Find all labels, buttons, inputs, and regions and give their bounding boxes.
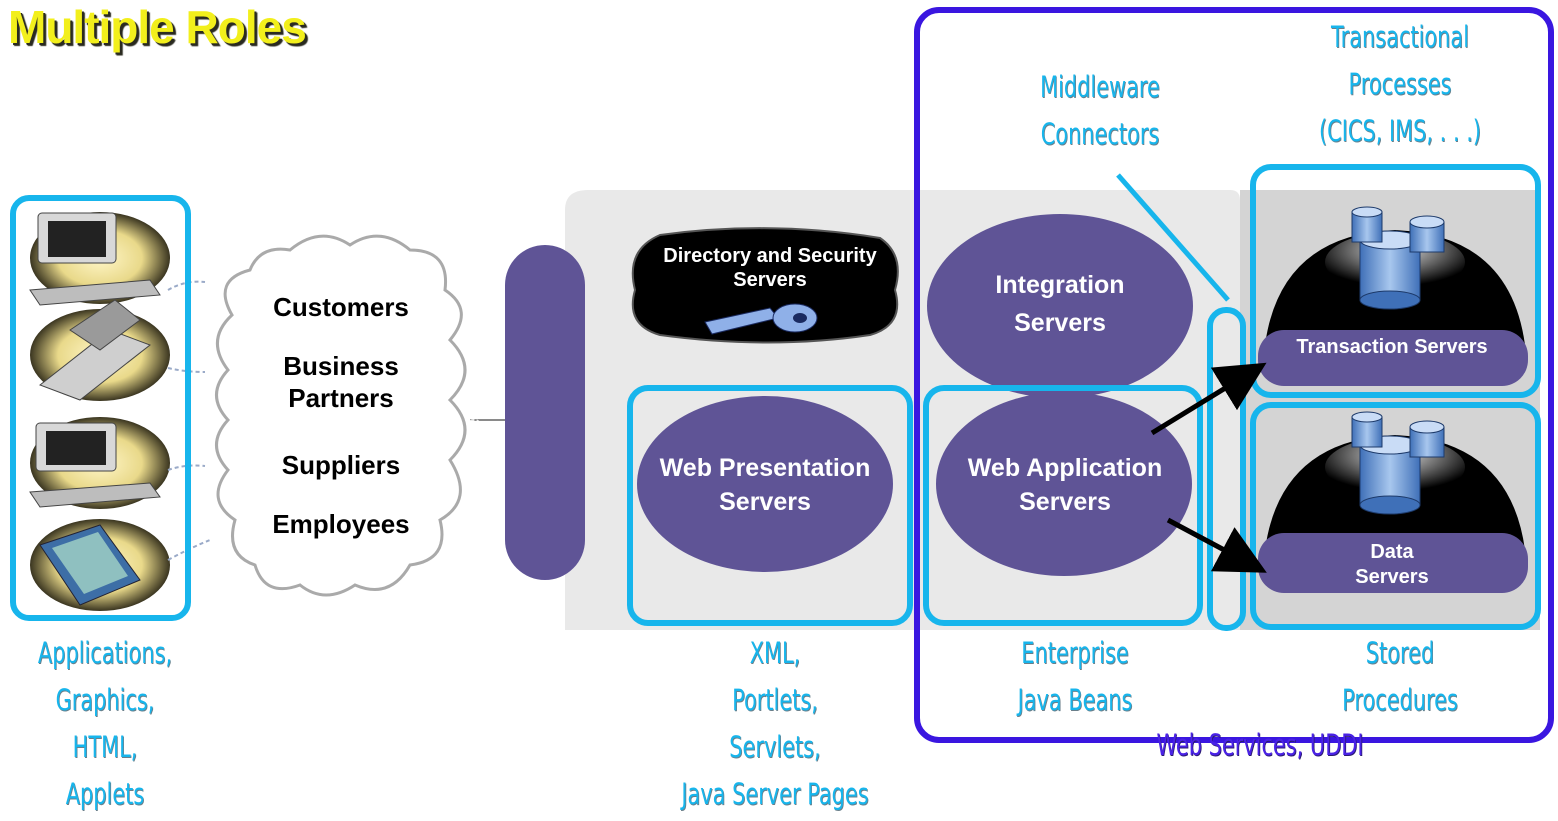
web-presentation-highlight-box bbox=[627, 385, 913, 626]
caption-line: Stored bbox=[1365, 636, 1435, 670]
data-highlight-box bbox=[1250, 402, 1541, 630]
caption-line: (CICS, IMS, . . .) bbox=[1318, 114, 1482, 148]
desktop-icon bbox=[29, 212, 170, 306]
web-application-servers-shape bbox=[936, 392, 1192, 576]
caption-line: Procedures bbox=[1342, 683, 1458, 717]
edge-servers-pillar bbox=[505, 245, 585, 580]
web-presentation-servers-shape bbox=[637, 396, 893, 572]
web-services-caption: Web Services, UDDI bbox=[1130, 722, 1389, 769]
middleware-caption: Middleware Connectors bbox=[1021, 64, 1179, 158]
transactional-caption: Transactional Processes (CICS, IMS, . . … bbox=[1296, 14, 1505, 155]
app-to-data-arrow bbox=[1166, 517, 1267, 573]
clients-caption: Applications, Graphics, HTML, Applets bbox=[29, 630, 180, 818]
database-icon bbox=[1351, 411, 1445, 515]
caption-line: Servlets, bbox=[729, 730, 821, 764]
middleware-pointer bbox=[1116, 173, 1230, 302]
users-cloud bbox=[215, 234, 467, 597]
data-servers-label: Data Servers bbox=[1355, 541, 1429, 588]
edge-servers-label: Edge Servers bbox=[460, 331, 485, 472]
caption-line: Processes bbox=[1348, 67, 1452, 101]
caption-line: Connectors bbox=[1040, 117, 1160, 151]
integration-servers-label: Integration Servers bbox=[995, 271, 1125, 337]
caption-line: Portlets, bbox=[732, 683, 818, 717]
web-services-box bbox=[914, 7, 1554, 743]
integration-servers-shape bbox=[927, 214, 1193, 398]
presentation-caption: XML, Portlets, Servlets, Java Server Pag… bbox=[663, 630, 886, 818]
pda-icon bbox=[30, 519, 170, 611]
transaction-servers-label: Transaction Servers bbox=[1296, 336, 1488, 358]
web-application-servers-label: Web Application Servers bbox=[967, 454, 1163, 516]
directory-servers-shape bbox=[631, 227, 899, 344]
web-application-highlight-box bbox=[923, 385, 1203, 626]
caption-line: Graphics, bbox=[55, 683, 155, 717]
transaction-servers-shape bbox=[1258, 330, 1528, 386]
ejb-caption: Enterprise Java Beans bbox=[992, 630, 1158, 724]
transaction-highlight-box bbox=[1250, 164, 1541, 398]
caption-line: Web Services, UDDI bbox=[1156, 728, 1364, 762]
caption-line: Java Server Pages bbox=[681, 777, 869, 811]
key-icon bbox=[704, 303, 818, 335]
app-to-transaction-arrow bbox=[1150, 362, 1267, 436]
employees-label: Employees bbox=[272, 509, 410, 539]
caption-line: Java Beans bbox=[1017, 683, 1133, 717]
stored-procedures-caption: Stored Procedures bbox=[1321, 630, 1479, 724]
caption-line: Transactional bbox=[1330, 20, 1470, 54]
database-icon bbox=[1351, 206, 1445, 310]
suppliers-label: Suppliers bbox=[281, 450, 401, 480]
business-partners-label: Business Partners bbox=[283, 351, 399, 413]
web-presentation-servers-label: Web Presentation Servers bbox=[659, 454, 871, 516]
caption-line: Enterprise bbox=[1021, 636, 1129, 670]
middleware-connector-box bbox=[1207, 307, 1246, 631]
clients-highlight-box bbox=[10, 195, 191, 621]
caption-line: XML, bbox=[749, 636, 801, 670]
caption-line: Applets bbox=[65, 777, 145, 811]
data-servers-shape bbox=[1258, 533, 1528, 593]
caption-line: Applications, bbox=[37, 636, 173, 670]
customers-label: Customers bbox=[273, 292, 409, 322]
directory-servers-label: Directory and Security Servers bbox=[663, 245, 877, 291]
caption-line: HTML, bbox=[72, 730, 138, 764]
caption-line: Middleware bbox=[1040, 70, 1160, 104]
workstation-icon bbox=[29, 417, 170, 509]
laptop-icon bbox=[30, 299, 170, 401]
page-title: Multiple Roles bbox=[8, 1, 307, 53]
